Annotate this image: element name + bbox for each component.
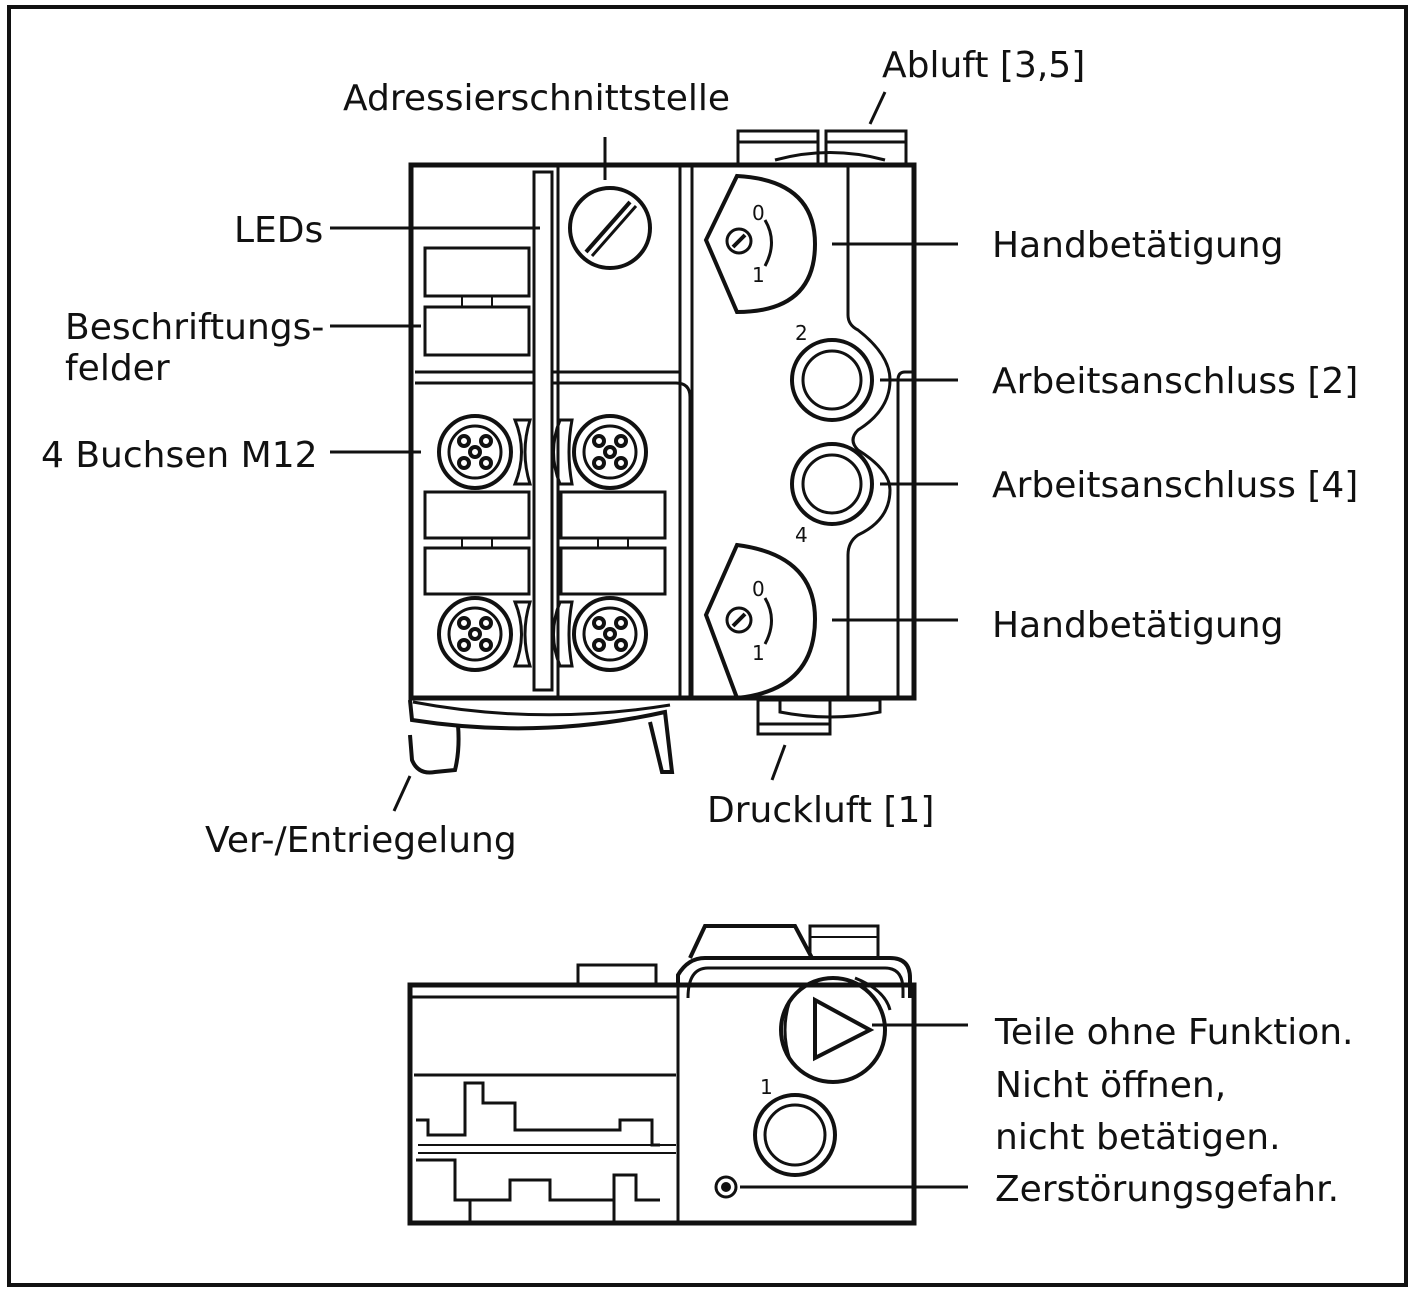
label-ver-entriegelung: Ver-/Entriegelung <box>205 820 517 861</box>
leader-lines-top <box>330 91 958 812</box>
manual-override-bottom <box>703 542 818 701</box>
closed-port-triangle <box>779 976 892 1084</box>
label-handbetaetigung-bottom: Handbetätigung <box>992 605 1283 646</box>
label-warning-line2: Nicht öffnen, <box>995 1065 1226 1106</box>
top-view <box>408 129 917 775</box>
side-port-1 <box>753 1093 837 1177</box>
port-number-2: 2 <box>795 321 808 345</box>
label-arbeitsanschluss-2: Arbeitsanschluss [2] <box>992 361 1358 402</box>
label-arbeitsanschluss-4: Arbeitsanschluss [4] <box>992 465 1358 506</box>
label-buchsen-m12: 4 Buchsen M12 <box>41 435 318 476</box>
side-port-number-1: 1 <box>760 1075 773 1099</box>
side-view <box>407 924 917 1226</box>
label-beschriftungsfelder-line1: Beschriftungs- <box>65 307 324 348</box>
port-number-4: 4 <box>795 523 808 547</box>
exhaust-fitting-right <box>824 129 908 167</box>
addressing-interface <box>568 186 652 270</box>
label-leds: LEDs <box>234 210 323 251</box>
leader-lines-side <box>740 1023 968 1189</box>
manual-override-top <box>703 173 818 315</box>
hand-bottom-position-1: 1 <box>752 641 765 665</box>
m12-socket-3 <box>437 596 513 672</box>
label-warning-line4: Zerstörungsgefahr. <box>995 1169 1339 1210</box>
m12-socket-4 <box>572 596 648 672</box>
label-adressierschnittstelle: Adressierschnittstelle <box>343 78 730 119</box>
hand-top-position-0: 0 <box>752 201 765 225</box>
label-handbetaetigung-top: Handbetätigung <box>992 225 1283 266</box>
m12-socket-1 <box>437 414 513 490</box>
label-beschriftungsfelder-line2: felder <box>65 348 170 389</box>
screw <box>714 1175 738 1199</box>
locking-lever <box>408 699 675 775</box>
work-port-4 <box>790 442 874 526</box>
label-warning-line3: nicht betätigen. <box>995 1117 1281 1158</box>
label-warning-line1: Teile ohne Funktion. <box>994 1012 1354 1053</box>
led-strip <box>532 170 554 692</box>
work-port-2 <box>790 338 874 422</box>
hand-bottom-position-0: 0 <box>752 577 765 601</box>
diagram-frame <box>7 5 1408 1287</box>
label-druckluft: Druckluft [1] <box>707 790 934 831</box>
hand-top-position-1: 1 <box>752 263 765 287</box>
module-body <box>408 162 917 701</box>
m12-socket-2 <box>572 414 648 490</box>
label-abluft: Abluft [3,5] <box>882 45 1085 86</box>
